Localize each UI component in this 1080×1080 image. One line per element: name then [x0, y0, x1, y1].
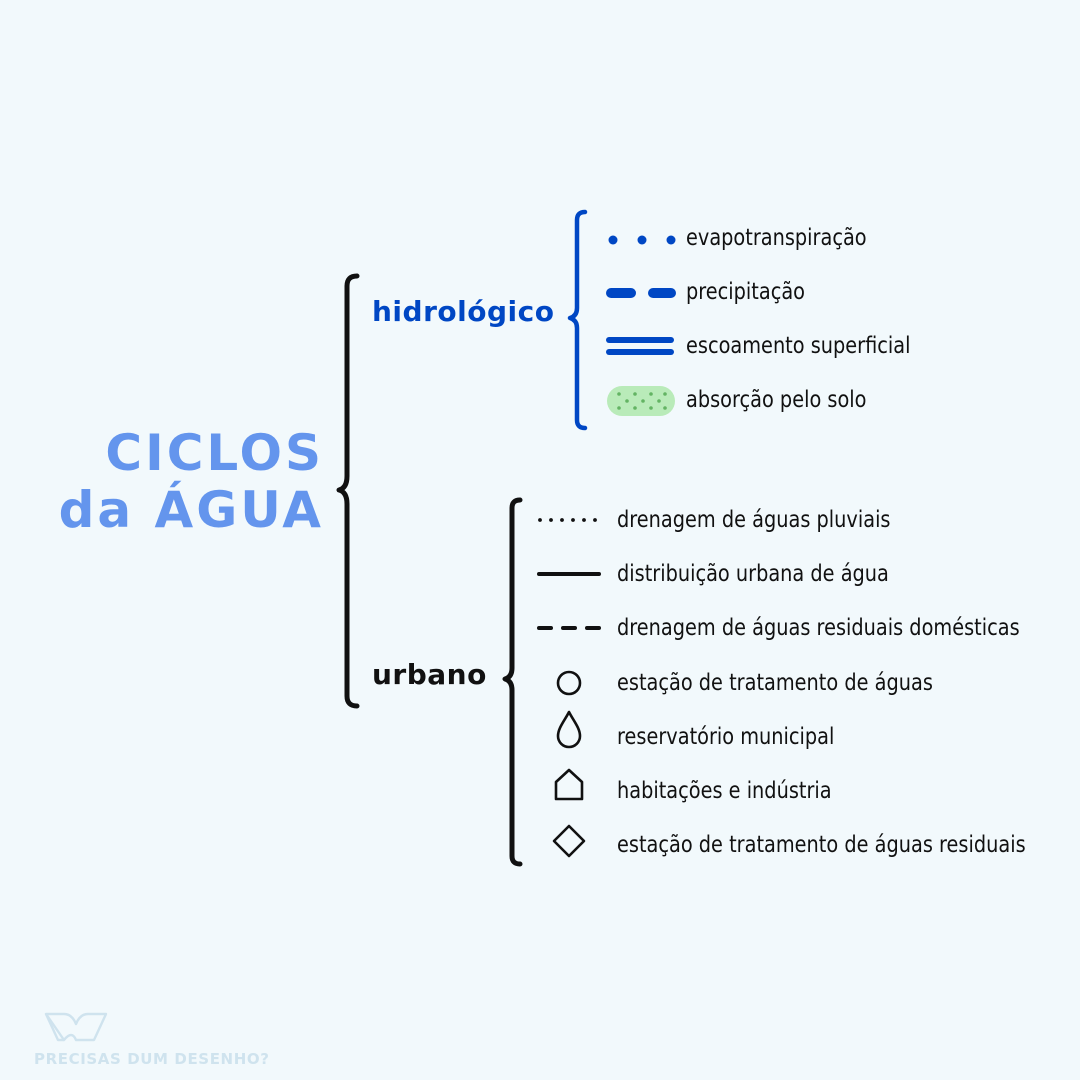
hydro-item-evapotranspiration: evapotranspiração [686, 225, 867, 251]
wastewater-dashed-line [537, 626, 601, 630]
urban-item-wastewater-treatment: estação de tratamento de águas residuais [617, 832, 1026, 858]
diagram-title: CICLOS da ÁGUA [4, 425, 324, 539]
house-icon [554, 768, 584, 801]
evapotranspiration-dotted-line [608, 235, 676, 245]
soil-absorption-capsule [607, 386, 675, 416]
distribution-solid-line [537, 572, 601, 576]
hydro-item-runoff: escoamento superficial [686, 333, 911, 359]
runoff-double-line [606, 337, 674, 355]
hydrological-brace [567, 209, 588, 431]
drop-icon [556, 710, 582, 749]
hydro-item-precipitation: precipitação [686, 279, 805, 305]
stormwater-fine-dotted-line [538, 518, 597, 522]
logo-text: PRECISAS DUM DESENHO? [34, 1050, 270, 1068]
title-line-1: CICLOS [105, 424, 324, 482]
urban-item-distribution: distribuição urbana de água [617, 561, 889, 587]
main-brace [336, 273, 360, 709]
urban-item-reservoir: reservatório municipal [617, 724, 835, 750]
circle-icon [556, 670, 582, 696]
precipitation-dashed-line [606, 288, 676, 298]
book-icon [44, 1012, 108, 1042]
urban-item-stormwater: drenagem de águas pluviais [617, 507, 891, 533]
branch-hydrological: hidrológico [372, 295, 555, 328]
branch-urban: urbano [372, 658, 487, 691]
urban-item-housing-industry: habitações e indústria [617, 778, 832, 804]
urban-brace [502, 497, 523, 867]
title-line-2: da ÁGUA [58, 481, 324, 539]
urban-item-water-treatment: estação de tratamento de águas [617, 670, 933, 696]
urban-item-domestic-wastewater: drenagem de águas residuais domésticas [617, 615, 1020, 641]
diamond-icon [552, 824, 586, 858]
hydro-item-soil-absorption: absorção pelo solo [686, 387, 867, 413]
